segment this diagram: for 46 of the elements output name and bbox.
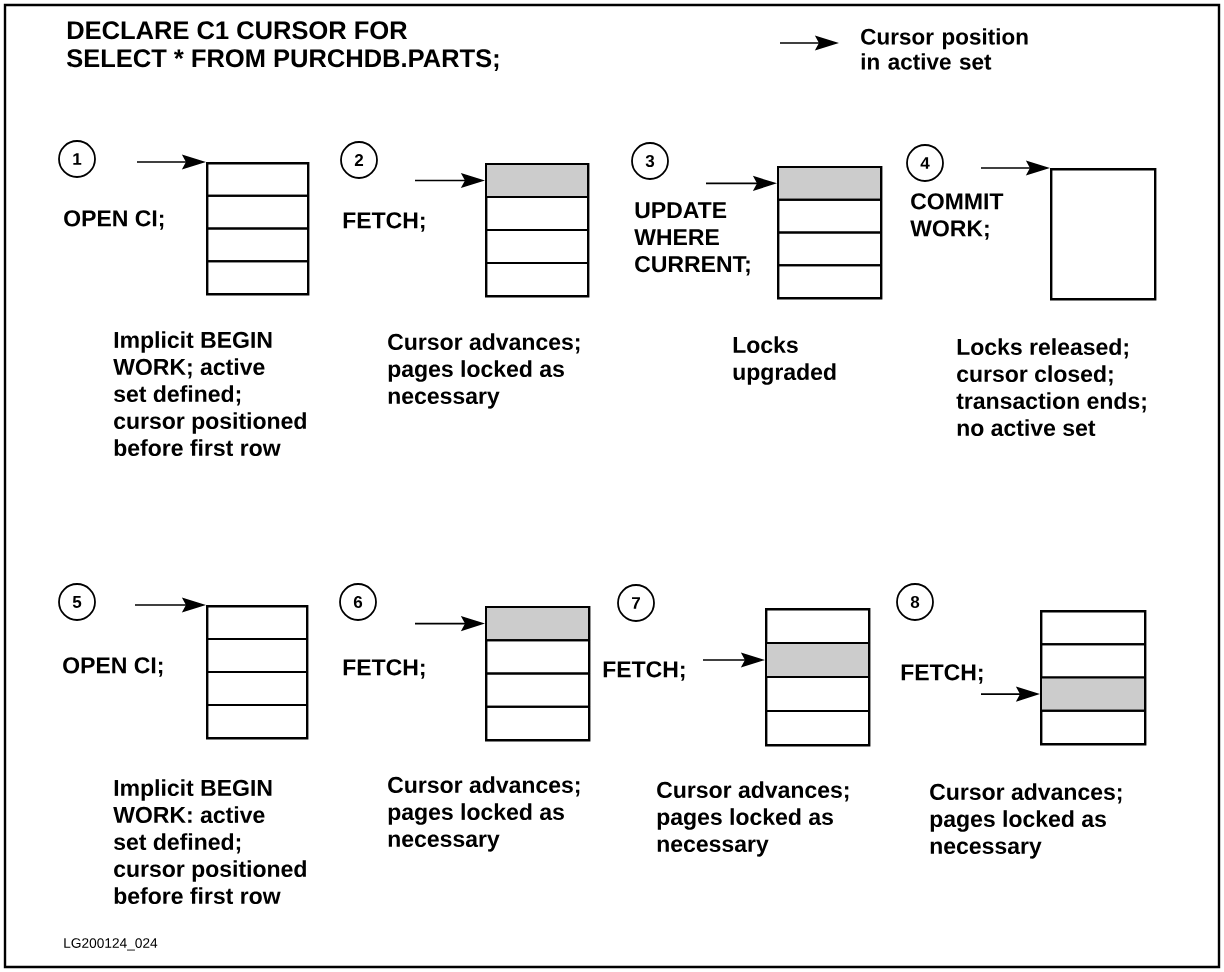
table-row [1040,676,1146,712]
figure-id: LG200124_024 [64,938,158,951]
table-row [765,710,870,746]
title: DECLARE C1 CURSOR FOR SELECT * FROM PURCHDB.PARTS; [66,21,499,71]
statement: FETCH; [901,664,983,684]
table-row [485,196,589,231]
step-number: 7 [617,584,655,622]
step-description: Cursor advances; pages locked as necessary [930,783,1122,859]
table-row [777,166,882,201]
step-number: 1 [58,140,96,178]
table-row [1040,610,1146,646]
statement: COMMIT WORK; [910,193,1004,240]
table-row [485,672,590,708]
step-number: 3 [631,142,669,180]
step-number: 2 [340,141,378,179]
step-description: Cursor advances; pages locked as necessary [657,781,849,857]
table-row [765,642,870,678]
table-row [777,264,882,299]
step-description: Locks upgraded [733,336,836,385]
statement: FETCH; [343,212,425,232]
step-description: Implicit BEGIN WORK: active set defined; cursor positioned before first row [113,779,306,905]
step-number: 6 [339,583,377,621]
step-number: 5 [58,583,96,621]
table-row [485,639,590,675]
table-row [777,231,882,267]
table-row [485,606,590,642]
table-row [765,676,870,712]
table [1050,168,1157,301]
step-number: 8 [896,583,934,621]
step-description: Cursor advances; pages locked as necessary [388,776,580,852]
legend-text: Cursor position in active set [861,28,1028,70]
statement: FETCH; [603,661,685,681]
step-description: Implicit BEGIN WORK; active set defined; cursor positioned before first row [113,331,306,457]
table-row [777,198,882,234]
table-row [485,705,590,741]
step-description: Locks released; cursor closed; transaction ends; no active set [956,338,1146,437]
statement: OPEN CI; [64,210,164,230]
table-row [485,163,589,198]
statement: FETCH; [343,659,425,679]
table-row [485,262,589,297]
table-row [1040,709,1146,745]
table-row [485,229,589,264]
statement: OPEN CI; [63,657,163,677]
step-number: 4 [906,144,944,182]
statement: UPDATE WHERE CURRENT; [634,202,750,276]
step-description: Cursor advances; pages locked as necessary [388,333,580,409]
